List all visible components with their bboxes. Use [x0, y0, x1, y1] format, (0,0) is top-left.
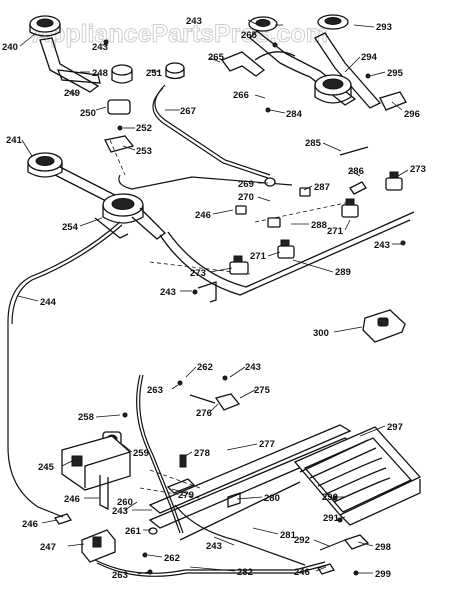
gas-tube-244	[7, 221, 121, 518]
part-label-243: 243	[112, 506, 128, 517]
watermark-text: AppliancePartsPros.com	[32, 20, 328, 48]
part-label-241: 241	[6, 135, 23, 146]
control-valves	[229, 146, 403, 275]
part-label-240: 240	[2, 42, 18, 53]
orifice-holder-250	[107, 62, 185, 115]
part-label-290: 290	[322, 492, 338, 503]
part-label-250: 250	[80, 108, 96, 119]
part-label-295: 295	[387, 68, 404, 79]
part-label-246: 246	[195, 210, 211, 221]
part-label-286: 286	[348, 166, 364, 177]
part-label-266: 266	[233, 90, 249, 101]
part-label-269: 269	[238, 179, 254, 190]
part-label-262: 262	[197, 362, 213, 373]
part-label-262: 262	[164, 553, 180, 564]
part-label-293: 293	[376, 22, 392, 33]
part-label-277: 277	[259, 439, 275, 450]
part-label-243: 243	[160, 287, 176, 298]
part-label-251: 251	[146, 68, 163, 79]
part-label-244: 244	[40, 297, 57, 308]
oven-burner-assembly	[53, 374, 422, 577]
part-label-276: 276	[196, 408, 212, 419]
burner-body-294	[249, 30, 382, 109]
part-label-243: 243	[186, 16, 202, 27]
part-label-252: 252	[136, 123, 152, 134]
fasteners	[103, 39, 406, 303]
part-label-271: 271	[327, 226, 344, 237]
burner-head-283	[248, 16, 278, 32]
leader-lines	[17, 19, 409, 575]
bracket-265	[220, 51, 266, 77]
part-label-279: 279	[178, 490, 194, 501]
part-label-259: 259	[133, 448, 149, 459]
part-label-287: 287	[314, 182, 330, 193]
part-label-243: 243	[92, 42, 108, 53]
part-label-280: 280	[264, 493, 280, 504]
part-label-263: 263	[112, 570, 128, 581]
part-label-258: 258	[78, 412, 94, 423]
part-label-294: 294	[361, 52, 378, 63]
part-label-271: 271	[250, 251, 267, 262]
upper-burner-assembly	[27, 14, 382, 240]
part-label-282: 282	[237, 567, 253, 578]
part-label-254: 254	[62, 222, 79, 233]
part-label-247: 247	[40, 542, 56, 553]
bracket-296	[379, 91, 407, 111]
part-label-285: 285	[305, 138, 322, 149]
part-label-243: 243	[206, 541, 222, 552]
gas-tubing-upper	[109, 84, 415, 296]
burner-tube-249	[39, 37, 101, 93]
part-label-265: 265	[241, 30, 258, 41]
part-label-246: 246	[294, 567, 310, 578]
burner-body-254	[27, 152, 166, 240]
part-label-273: 273	[190, 268, 206, 279]
part-label-261: 261	[125, 526, 142, 537]
part-label-278: 278	[194, 448, 210, 459]
part-label-291: 291	[323, 513, 340, 524]
part-label-243: 243	[374, 240, 390, 251]
part-label-273: 273	[410, 164, 426, 175]
part-label-288: 288	[311, 220, 327, 231]
part-label-275: 275	[254, 385, 271, 396]
part-label-253: 253	[136, 146, 152, 157]
valve-knob-300	[362, 309, 406, 343]
part-number-labels: 240 243 243 265 293 248 251 265 249 294 …	[2, 16, 426, 581]
part-label-281: 281	[280, 530, 297, 541]
part-label-245: 245	[38, 462, 55, 473]
part-label-300: 300	[313, 328, 329, 339]
part-label-297: 297	[387, 422, 403, 433]
part-label-249: 249	[64, 88, 80, 99]
part-label-299: 299	[375, 569, 391, 580]
part-label-289: 289	[335, 267, 351, 278]
burner-head-293	[317, 14, 349, 30]
part-label-267: 267	[180, 106, 196, 117]
part-label-246: 246	[22, 519, 38, 530]
part-label-265: 265	[208, 52, 225, 63]
part-label-263: 263	[147, 385, 163, 396]
part-label-246: 246	[64, 494, 80, 505]
part-label-284: 284	[286, 109, 303, 120]
burner-head-240	[29, 15, 61, 37]
part-label-298: 298	[375, 542, 391, 553]
valve-253	[104, 135, 135, 153]
part-label-270: 270	[238, 192, 254, 203]
part-label-292: 292	[294, 535, 310, 546]
part-label-296: 296	[404, 109, 420, 120]
part-label-248: 248	[92, 68, 108, 79]
part-label-243: 243	[245, 362, 261, 373]
part-label-260: 260	[117, 497, 133, 508]
